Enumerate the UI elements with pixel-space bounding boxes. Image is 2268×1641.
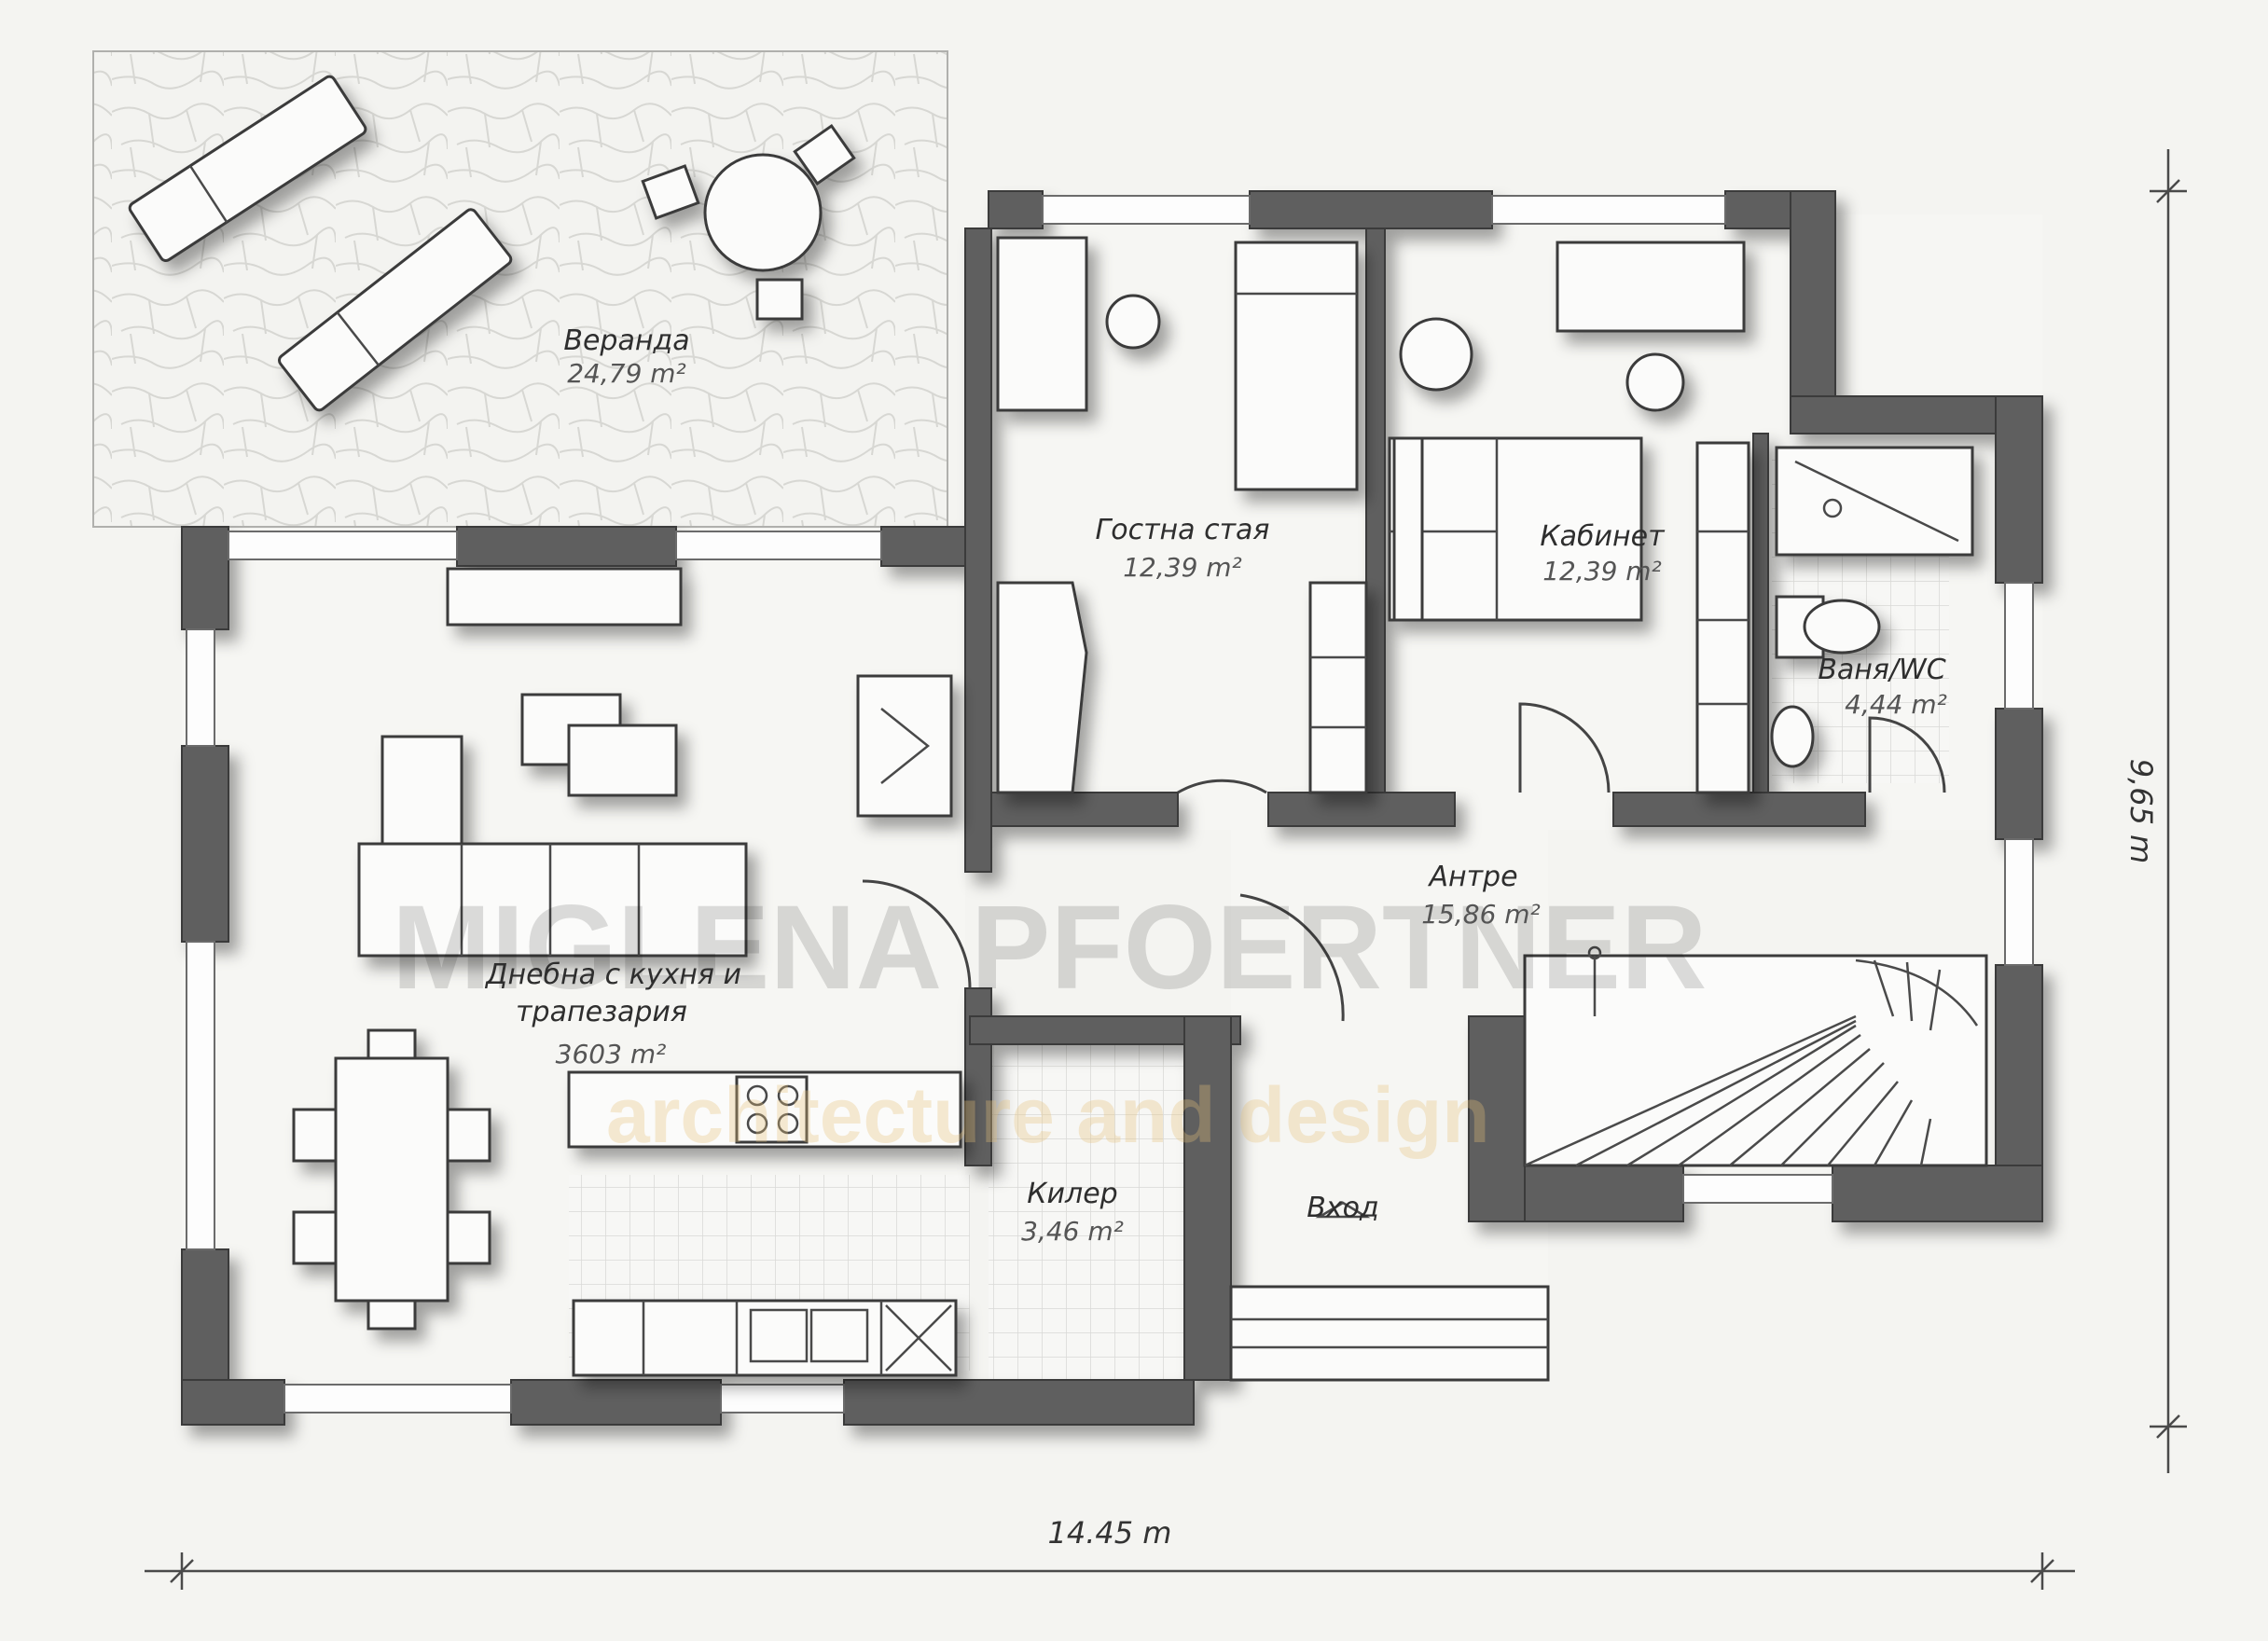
watermark-tagline: architecture and design xyxy=(606,1071,1490,1159)
room-label-hall: Антре xyxy=(1427,861,1517,893)
room-area-veranda: 24,79 m² xyxy=(567,358,686,389)
entrance-steps xyxy=(1229,1201,1550,1382)
sun-lounger xyxy=(277,208,513,412)
room-labels: Гостна стая 12,39 m² Кабинет 12,39 m² Ва… xyxy=(484,514,1947,1247)
watermark: MIGLENA PFOERTNER architecture and desig… xyxy=(392,881,1707,1159)
room-area-hall: 15,86 m² xyxy=(1421,899,1541,930)
room-label-living-2: трапезария xyxy=(516,996,687,1028)
room-label-pantry: Килер xyxy=(1027,1178,1117,1210)
room-label-veranda: Веранда xyxy=(563,324,689,357)
office-furniture xyxy=(1388,241,1750,794)
room-label-bath: Ваня/WC xyxy=(1818,654,1945,686)
dimension-width: 14.45 m xyxy=(1048,1515,1172,1551)
living-furniture xyxy=(292,567,962,1377)
guest-room-furniture xyxy=(996,236,1368,794)
bathroom-fixtures xyxy=(1770,446,1974,768)
windows xyxy=(186,195,2034,1413)
room-area-guest: 12,39 m² xyxy=(1123,552,1242,583)
doors xyxy=(862,702,1946,1022)
staircase xyxy=(1523,945,1988,1167)
dimension-lines: 14.45 m 9,65 m xyxy=(145,149,2187,1590)
watermark-name: MIGLENA PFOERTNER xyxy=(392,881,1707,1014)
room-area-pantry: 3,46 m² xyxy=(1021,1216,1124,1247)
patio-table xyxy=(641,123,856,321)
room-area-bath: 4,44 m² xyxy=(1845,689,1947,720)
room-label-entrance: Вход xyxy=(1307,1192,1378,1224)
room-label-office: Кабинет xyxy=(1540,520,1666,553)
room-area-office: 12,39 m² xyxy=(1542,556,1662,586)
sun-lounger xyxy=(128,75,367,263)
veranda-area: Веранда 24,79 m² xyxy=(92,50,948,528)
room-area-living: 3603 m² xyxy=(556,1039,667,1069)
room-label-guest: Гостна стая xyxy=(1096,514,1270,546)
room-label-living-1: Днебна с кухня и xyxy=(484,958,741,991)
dimension-height: 9,65 m xyxy=(2123,759,2159,864)
walls xyxy=(181,190,2043,1426)
